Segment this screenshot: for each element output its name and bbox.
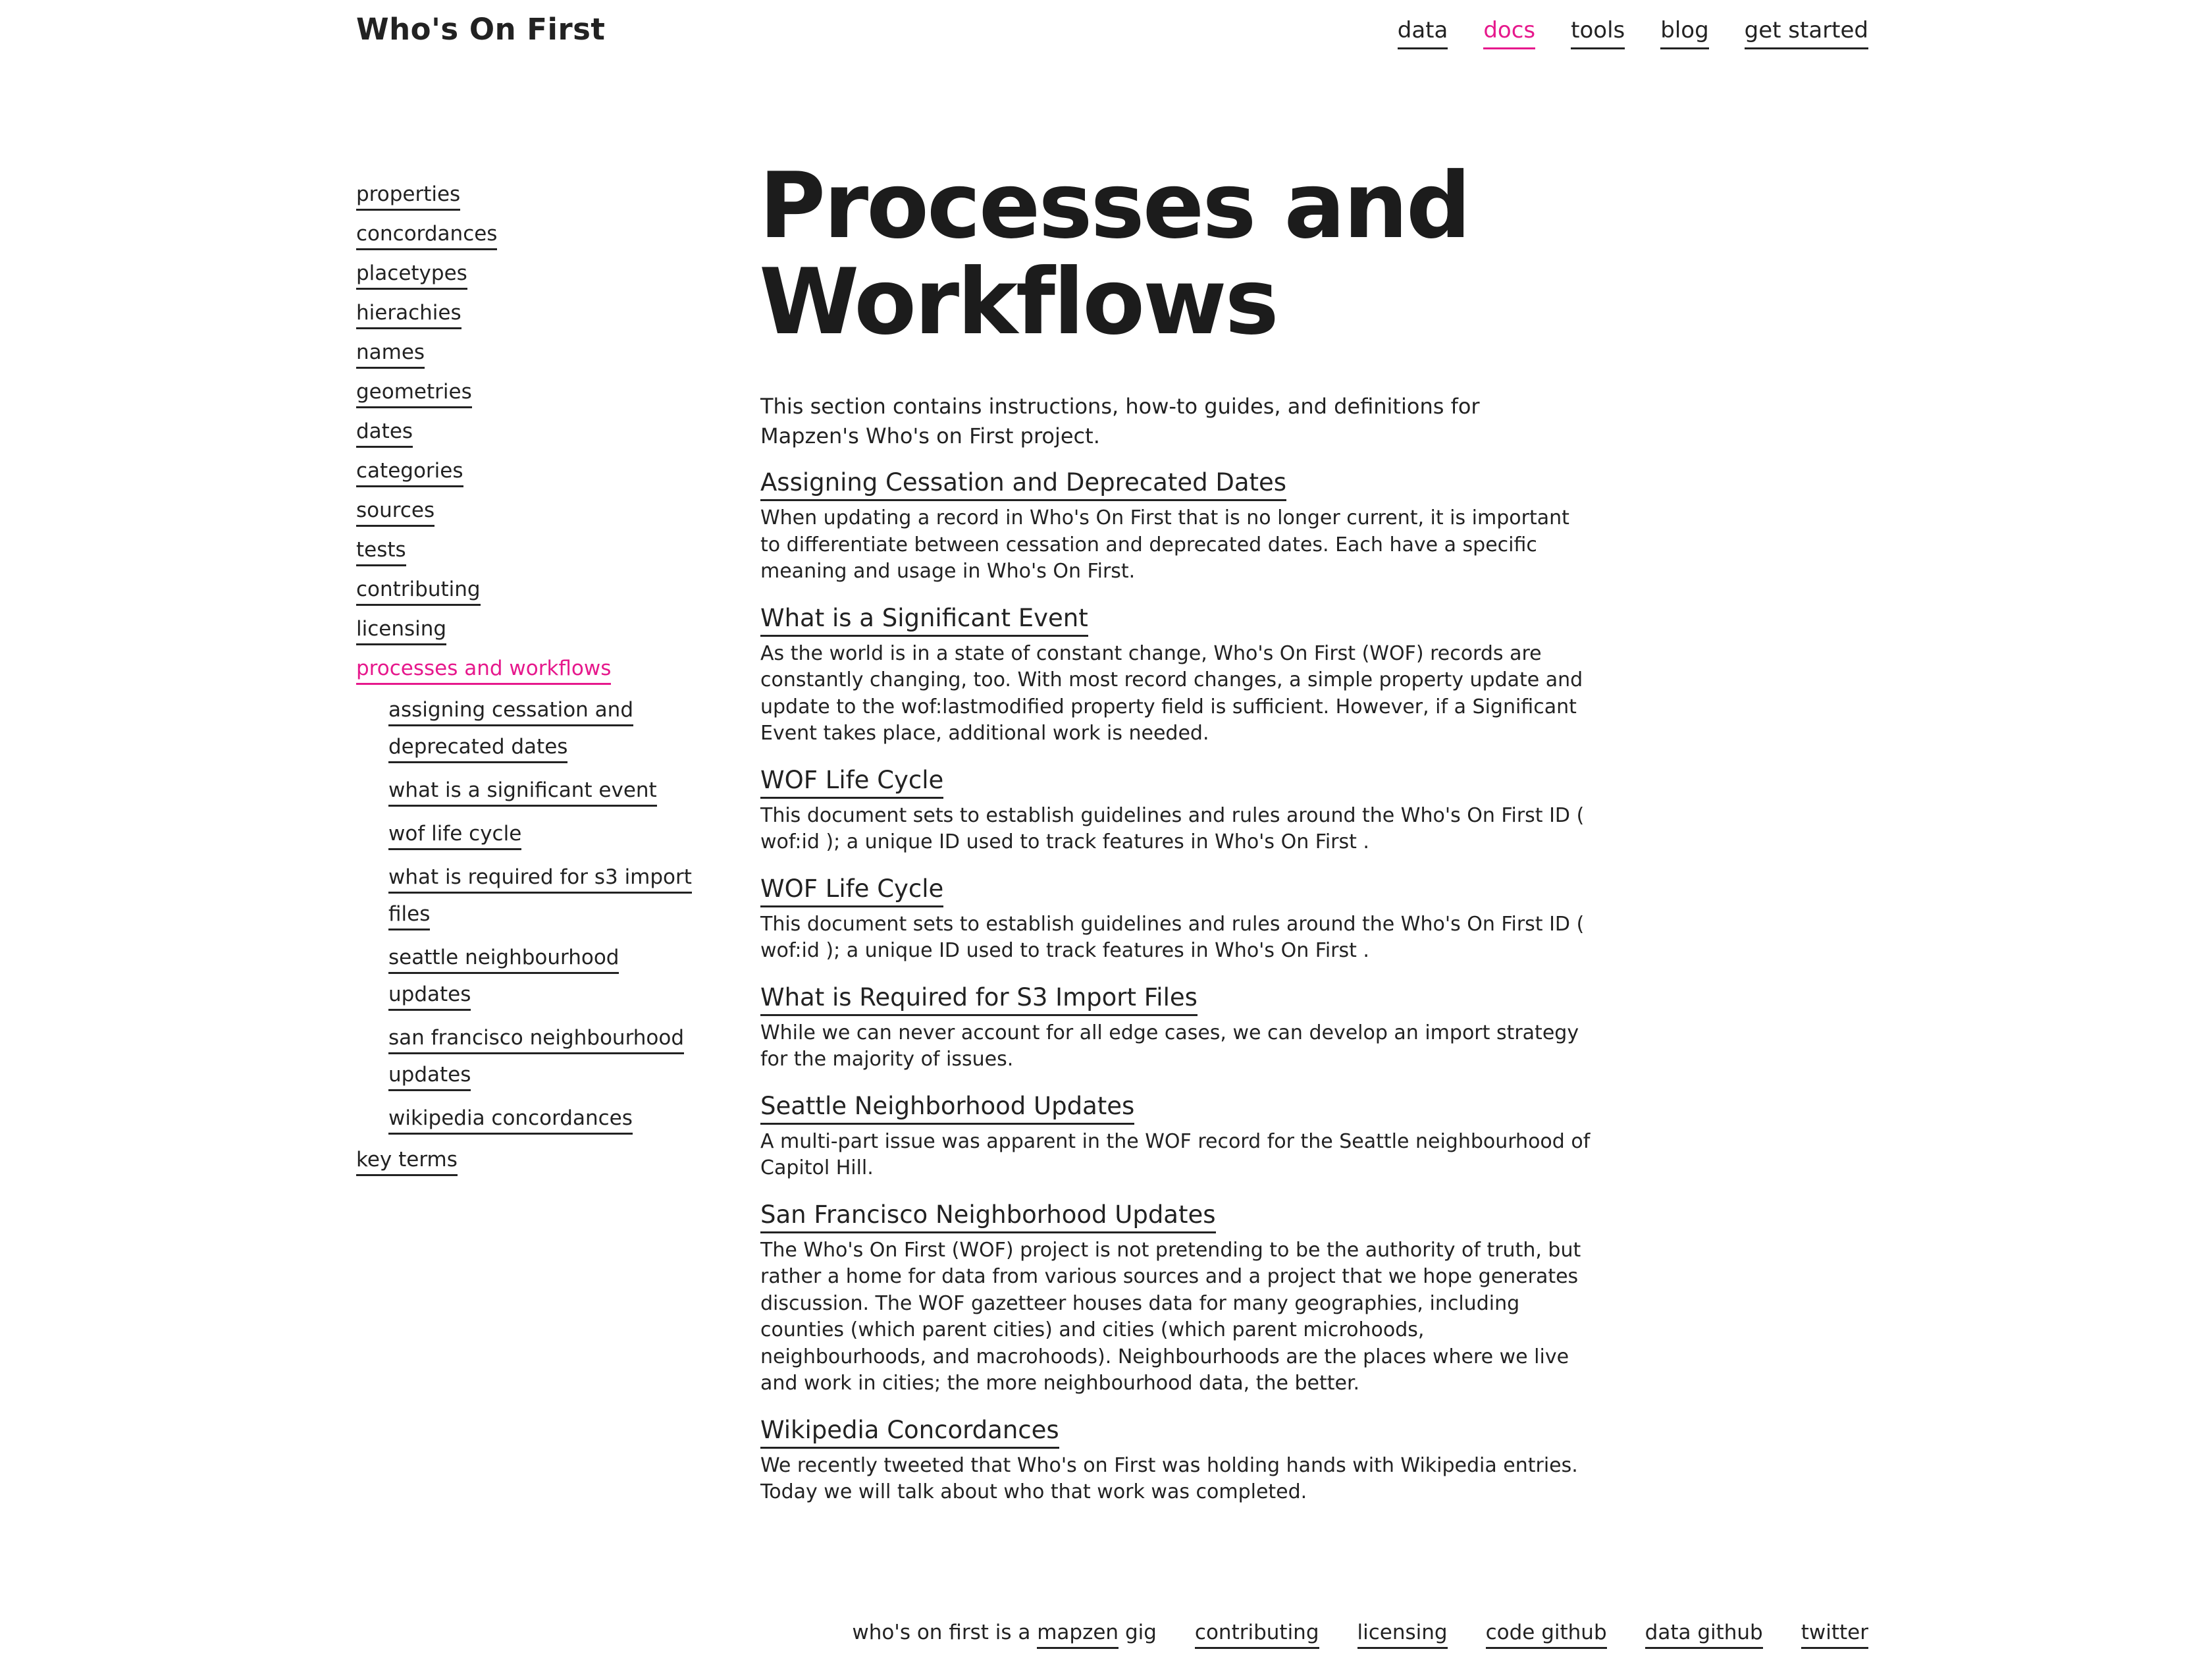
sidebar-sublink-seattle-updates[interactable]: seattle neighbourhood updates bbox=[388, 946, 619, 1011]
site-title[interactable]: Who's On First bbox=[356, 12, 606, 47]
section-wof-life-cycle: WOF Life Cycle This document sets to est… bbox=[760, 765, 1595, 856]
section-heading-link[interactable]: Wikipedia Concordances bbox=[760, 1415, 1059, 1449]
sidebar-link-sources[interactable]: sources bbox=[356, 498, 435, 527]
sidebar-item-hierachies: hierachies bbox=[356, 296, 698, 336]
nav-blog[interactable]: blog bbox=[1660, 17, 1709, 49]
nav-get-started[interactable]: get started bbox=[1744, 17, 1868, 49]
sidebar-sublink-s3-import-files[interactable]: what is required for s3 import files bbox=[388, 865, 692, 930]
section-significant-event: What is a Significant Event As the world… bbox=[760, 603, 1595, 747]
section-body: While we can never account for all edge … bbox=[760, 1021, 1579, 1071]
footer-licensing-link[interactable]: licensing bbox=[1357, 1621, 1448, 1649]
sidebar-item-processes-and-workflows: processes and workflows bbox=[356, 652, 698, 691]
sidebar-item-concordances: concordances bbox=[356, 217, 698, 257]
sidebar-link-contributing[interactable]: contributing bbox=[356, 578, 481, 606]
section-wikipedia-concordances: Wikipedia Concordances We recently tweet… bbox=[760, 1414, 1595, 1506]
section-heading: Seattle Neighborhood Updates bbox=[760, 1091, 1595, 1125]
section-heading-link[interactable]: What is a Significant Event bbox=[760, 603, 1088, 637]
nav-docs[interactable]: docs bbox=[1483, 17, 1536, 49]
section-heading: Wikipedia Concordances bbox=[760, 1414, 1595, 1449]
sidebar-link-licensing[interactable]: licensing bbox=[356, 617, 447, 645]
footer-contributing-link[interactable]: contributing bbox=[1194, 1621, 1319, 1649]
sidebar-subitem-wof-life-cycle: wof life cycle bbox=[388, 815, 704, 852]
sidebar-item-properties: properties bbox=[356, 178, 698, 217]
sidebar-item-contributing: contributing bbox=[356, 573, 698, 612]
sidebar-item-licensing: licensing bbox=[356, 612, 698, 652]
section-heading: What is Required for S3 Import Files bbox=[760, 982, 1595, 1016]
footer-code-github-link[interactable]: code github bbox=[1485, 1621, 1607, 1649]
footer-twitter-link[interactable]: twitter bbox=[1801, 1621, 1868, 1649]
section-assigning-cessation: Assigning Cessation and Deprecated Dates… bbox=[760, 467, 1595, 585]
main-content: Processes and Workflows This section con… bbox=[759, 158, 1595, 1506]
sidebar-link-dates[interactable]: dates bbox=[356, 419, 413, 448]
nav-tools[interactable]: tools bbox=[1571, 17, 1625, 49]
sidebar-link-tests[interactable]: tests bbox=[356, 538, 406, 566]
sidebar: properties concordances placetypes hiera… bbox=[356, 178, 698, 1183]
sidebar-link-names[interactable]: names bbox=[356, 340, 425, 369]
intro-text: This section contains instructions, how-… bbox=[760, 394, 1480, 448]
sidebar-link-key-terms[interactable]: key terms bbox=[356, 1148, 458, 1176]
footer-mapzen-link[interactable]: mapzen bbox=[1037, 1621, 1119, 1649]
sidebar-sublink-significant-event[interactable]: what is a significant event bbox=[388, 778, 657, 807]
section-heading: San Francisco Neighborhood Updates bbox=[760, 1199, 1595, 1233]
top-nav: data docs tools blog get started bbox=[1397, 17, 1868, 49]
nav-data[interactable]: data bbox=[1397, 17, 1448, 49]
footer-data-github-link[interactable]: data github bbox=[1645, 1621, 1763, 1649]
sidebar-item-key-terms: key terms bbox=[356, 1143, 698, 1183]
section-heading: Assigning Cessation and Deprecated Dates bbox=[760, 467, 1595, 501]
section-seattle-updates: Seattle Neighborhood Updates A multi-par… bbox=[760, 1091, 1595, 1182]
sidebar-subitem-assigning-cessation: assigning cessation and deprecated dates bbox=[388, 691, 704, 765]
sidebar-link-geometries[interactable]: geometries bbox=[356, 380, 472, 408]
footer-credit: who's on first is a mapzen gig bbox=[852, 1621, 1157, 1649]
section-body: We recently tweeted that Who's on First … bbox=[760, 1453, 1578, 1504]
section-body: This document sets to establish guidelin… bbox=[760, 912, 1585, 963]
sidebar-link-categories[interactable]: categories bbox=[356, 459, 463, 487]
sidebar-link-properties[interactable]: properties bbox=[356, 182, 461, 211]
sidebar-sublink-wikipedia-concordances[interactable]: wikipedia concordances bbox=[388, 1106, 633, 1135]
section-wof-life-cycle-2: WOF Life Cycle This document sets to est… bbox=[760, 873, 1595, 965]
footer-suffix: gig bbox=[1124, 1621, 1157, 1644]
section-body: A multi-part issue was apparent in the W… bbox=[760, 1129, 1591, 1180]
section-heading-link[interactable]: WOF Life Cycle bbox=[760, 874, 944, 907]
sidebar-subitem-significant-event: what is a significant event bbox=[388, 772, 704, 809]
section-heading-link[interactable]: Seattle Neighborhood Updates bbox=[760, 1091, 1135, 1125]
section-heading: WOF Life Cycle bbox=[760, 765, 1595, 799]
section-body: When updating a record in Who's On First… bbox=[760, 506, 1569, 583]
sidebar-sublink-wof-life-cycle[interactable]: wof life cycle bbox=[388, 822, 522, 850]
section-s3-import-files: What is Required for S3 Import Files Whi… bbox=[760, 982, 1595, 1073]
sidebar-link-hierachies[interactable]: hierachies bbox=[356, 301, 461, 329]
sidebar-sublink-assigning-cessation[interactable]: assigning cessation and deprecated dates bbox=[388, 698, 633, 763]
sidebar-item-dates: dates bbox=[356, 415, 698, 454]
section-heading: WOF Life Cycle bbox=[760, 873, 1595, 907]
sidebar-subitems: assigning cessation and deprecated dates… bbox=[388, 691, 704, 1137]
sidebar-link-placetypes[interactable]: placetypes bbox=[356, 261, 467, 290]
section-body: As the world is in a state of constant c… bbox=[760, 641, 1583, 745]
sidebar-link-processes-and-workflows[interactable]: processes and workflows bbox=[356, 657, 612, 685]
sidebar-sublink-san-francisco-updates[interactable]: san francisco neighbourhood updates bbox=[388, 1026, 685, 1091]
section-body: The Who's On First (WOF) project is not … bbox=[760, 1238, 1581, 1395]
section-heading-link[interactable]: Assigning Cessation and Deprecated Dates bbox=[760, 468, 1287, 501]
sidebar-link-concordances[interactable]: concordances bbox=[356, 222, 498, 250]
sidebar-item-categories: categories bbox=[356, 454, 698, 494]
sidebar-item-tests: tests bbox=[356, 533, 698, 573]
sidebar-item-geometries: geometries bbox=[356, 375, 698, 415]
sidebar-subitem-san-francisco-updates: san francisco neighbourhood updates bbox=[388, 1019, 704, 1093]
page-title: Processes and Workflows bbox=[759, 153, 1471, 355]
footer-prefix: who's on first is a bbox=[852, 1621, 1031, 1644]
sidebar-subitem-seattle-updates: seattle neighbourhood updates bbox=[388, 939, 704, 1013]
sidebar-item-sources: sources bbox=[356, 494, 698, 533]
section-heading-link[interactable]: San Francisco Neighborhood Updates bbox=[760, 1200, 1216, 1233]
section-body: This document sets to establish guidelin… bbox=[760, 803, 1585, 854]
sidebar-subitem-s3-import-files: what is required for s3 import files bbox=[388, 859, 704, 932]
section-heading: What is a Significant Event bbox=[760, 603, 1595, 637]
section-heading-link[interactable]: WOF Life Cycle bbox=[760, 765, 944, 799]
section-heading-link[interactable]: What is Required for S3 Import Files bbox=[760, 983, 1198, 1016]
sidebar-item-names: names bbox=[356, 336, 698, 375]
sidebar-subitem-wikipedia-concordances: wikipedia concordances bbox=[388, 1100, 704, 1137]
section-san-francisco-updates: San Francisco Neighborhood Updates The W… bbox=[760, 1199, 1595, 1397]
sidebar-item-placetypes: placetypes bbox=[356, 257, 698, 296]
footer: who's on first is a mapzen gig contribut… bbox=[852, 1621, 1868, 1649]
